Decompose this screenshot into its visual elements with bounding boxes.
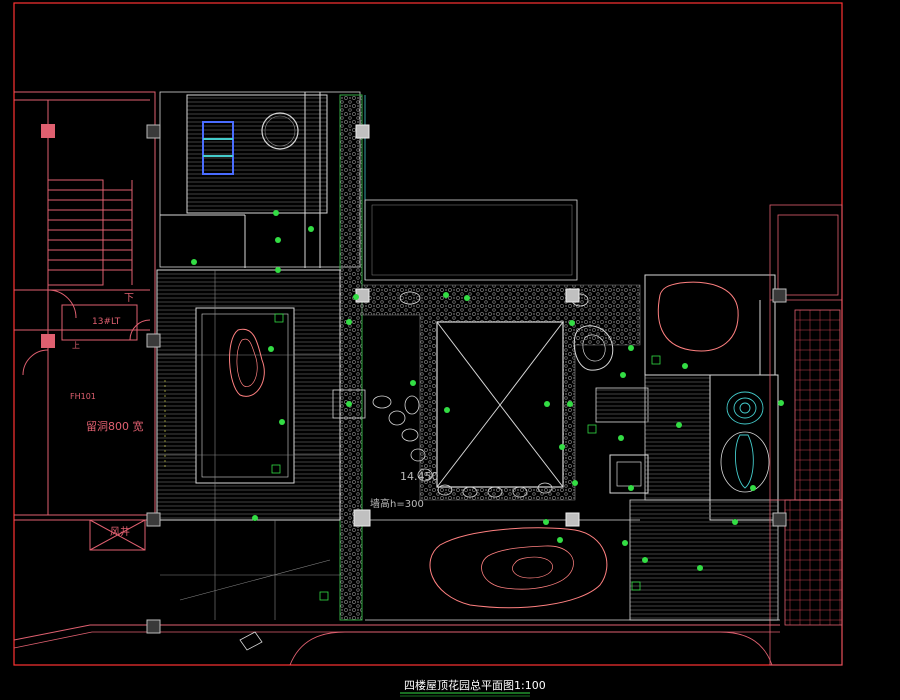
round-table-icon (261, 112, 299, 150)
planting-symbols (191, 210, 784, 571)
right-building-block (769, 204, 843, 666)
shaft-label: 风井 (110, 525, 130, 538)
bench-icon (202, 121, 234, 175)
lower-area (13, 519, 780, 666)
column-markers-light (353, 124, 580, 527)
fire-hydrant-label: FH101 (70, 392, 96, 401)
left-paved-area (156, 269, 341, 521)
column-markers (146, 124, 787, 634)
elevator-label: 13#LT (92, 317, 121, 327)
drawing-title: 四楼屋顶花园总平面图1:100 (404, 678, 546, 692)
central-courtyard (332, 199, 649, 501)
left-building-block (14, 91, 156, 551)
wall-height-label: 墙高h=300 (370, 497, 424, 510)
gravel-path-vertical (339, 94, 363, 621)
right-garden (609, 274, 779, 621)
up-label: 上 (72, 341, 80, 350)
column-marker (41, 124, 55, 138)
stair-down-label: 下 (124, 293, 134, 304)
elevation-label: 14.450 (400, 470, 439, 483)
column-marker (41, 334, 55, 348)
small-boxes (271, 313, 661, 601)
upper-left-court (159, 91, 361, 268)
reserved-hole-label: 留洞800 宽 (86, 419, 144, 433)
